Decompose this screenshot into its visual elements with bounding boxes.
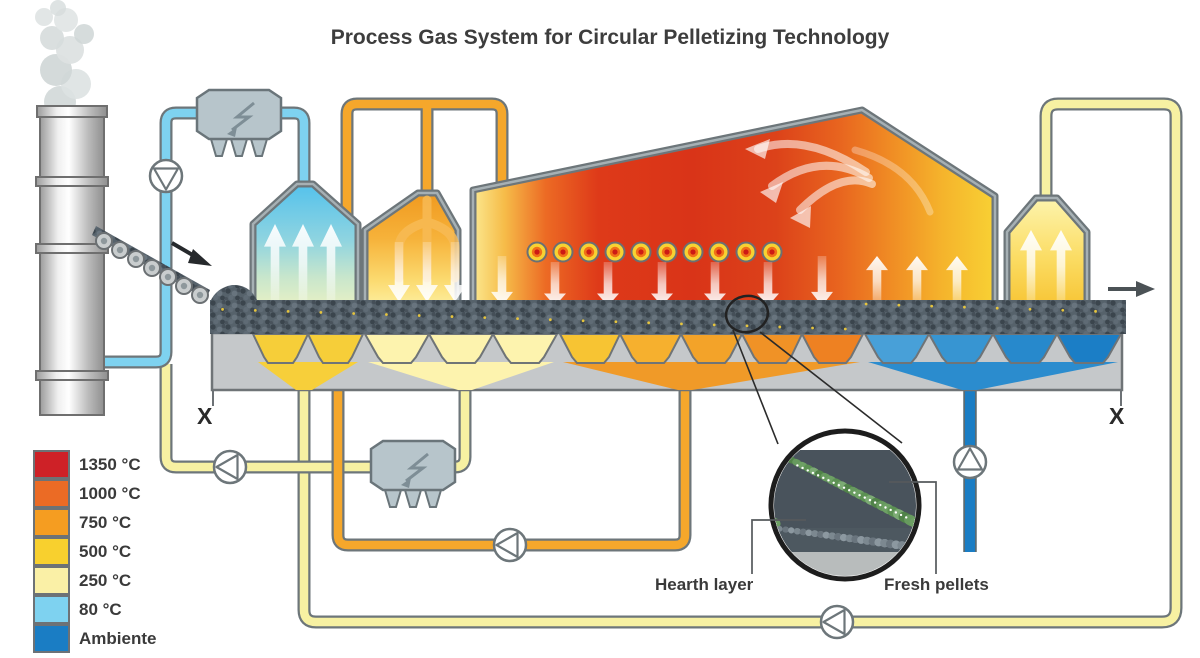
legend-item: Ambiente [33,624,157,653]
recuperation-pipe [297,97,1183,629]
legend-swatch [33,450,70,479]
fan-recuperation [819,604,855,640]
legend-swatch [33,537,70,566]
gas-circulation-arrows [745,139,934,228]
legend-label: 750 °C [79,512,132,532]
legend-label: 250 °C [79,570,132,590]
stack-pipe-cold [98,106,311,369]
firing-furnace [469,106,999,312]
legend-item: 250 °C [33,566,156,595]
hearth-layer-pellets [774,525,916,553]
legend-item: 750 °C [33,508,156,537]
pellet-bed [210,284,1126,334]
legend-swatch [33,508,70,537]
gas-cleaning-unit-bottom [369,439,457,509]
legend-item: 80 °C [33,595,156,624]
legend-label: 80 °C [79,599,122,619]
windbox-casing [210,331,1124,392]
pellet-pile [210,284,258,302]
temperature-legend: 1350 °C 1000 °C 750 °C 500 °C 250 °C 80 … [33,450,157,654]
fan-exhaust [212,449,248,485]
feed-conveyor [92,226,212,304]
legend-item: 500 °C [33,537,156,566]
section-ticks [212,390,1122,406]
legend-swatch [33,624,70,653]
fresh-pellets-label: Fresh pellets [884,575,989,594]
legend-label: 1000 °C [79,483,141,503]
legend-swatch [33,479,70,508]
legend-label: 1350 °C [79,454,141,474]
gas-cleaning-unit-top [195,88,283,158]
section-marker-right: X [1109,403,1125,429]
chimney-stack [35,105,109,416]
legend-label: Ambiente [79,628,157,648]
feed-direction-arrow [170,241,212,266]
fan-recirculation [492,527,528,563]
hood-recuperation [1003,194,1091,312]
fan-ambient [952,444,988,480]
fresh-pellets-leader [889,481,937,574]
hearth-layer-label: Hearth layer [655,575,754,594]
fan-stack [148,158,184,194]
legend-swatch [33,566,70,595]
discharge-arrow [1108,281,1155,297]
magnifier-ring [724,294,770,334]
smoke-plume [35,0,94,118]
page-title: Process Gas System for Circular Pelletiz… [330,26,890,49]
legend-swatch [33,595,70,624]
legend-item: 1350 °C [33,450,156,479]
exhaust-pipe-warm [159,364,472,474]
hood-downdraft-drying [361,189,466,312]
bed-detail-callout [724,294,937,582]
windbox-cells [251,333,1123,364]
hearth-layer-leader [751,519,806,574]
legend-label: 500 °C [79,541,132,561]
legend-item: 1000 °C [33,479,156,508]
section-marker-left: X [197,403,213,429]
